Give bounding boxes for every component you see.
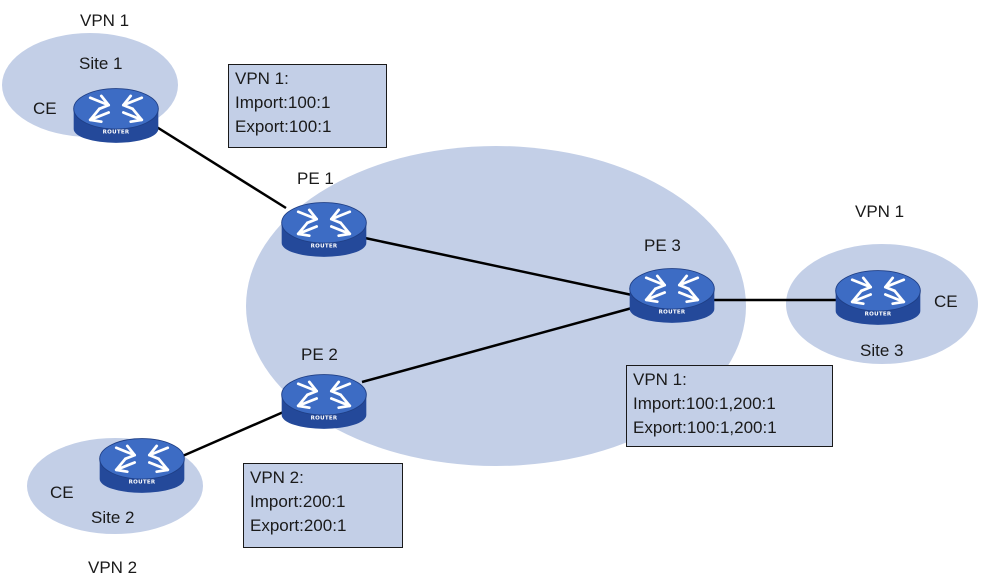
pe3-box-export-line: Export:100:1,200:1 [633,418,777,437]
pe2-box-import-line: Import:200:1 [250,492,346,511]
site1-label: Site 1 [79,54,122,73]
router-icon-ce3 [834,269,922,327]
pe3-label: PE 3 [644,236,681,255]
ce-site1-label: CE [33,99,57,118]
router-icon-ce2 [98,437,186,495]
pe1-box-export-line: Export:100:1 [235,117,332,136]
link-pe2-ce2 [177,408,289,460]
pe1-box-vpn-line: VPN 1: [235,69,289,88]
vpn1-top-left-label: VPN 1 [80,11,129,30]
pe2-box-export-line: Export:200:1 [250,516,347,535]
provider-backbone-region [246,146,746,466]
site3-label: Site 3 [860,341,903,360]
pe1-route-target-box: VPN 1: Import:100:1 Export:100:1 [228,64,387,148]
pe3-box-vpn-line: VPN 1: [633,370,687,389]
router-icon-pe2 [280,373,368,431]
link-pe2-pe3 [361,306,633,384]
vpn1-right-label: VPN 1 [855,202,904,221]
ce-site3-label: CE [934,292,958,311]
link-ce1-pe1 [154,124,287,210]
ce-site2-label: CE [50,483,74,502]
router-icon-pe1 [280,201,368,259]
pe3-box-import-line: Import:100:1,200:1 [633,394,776,413]
site2-label: Site 2 [91,508,134,527]
router-icon-pe3 [628,267,716,325]
router-icon-ce1 [72,87,160,145]
pe2-box-vpn-line: VPN 2: [250,468,304,487]
pe3-route-target-box: VPN 1: Import:100:1,200:1 Export:100:1,2… [626,365,833,447]
vpn2-bottom-label: VPN 2 [88,558,137,577]
pe1-box-import-line: Import:100:1 [235,93,331,112]
pe1-label: PE 1 [297,169,334,188]
pe2-label: PE 2 [301,345,338,364]
pe2-route-target-box: VPN 2: Import:200:1 Export:200:1 [243,463,403,548]
link-pe1-pe3 [364,236,633,297]
